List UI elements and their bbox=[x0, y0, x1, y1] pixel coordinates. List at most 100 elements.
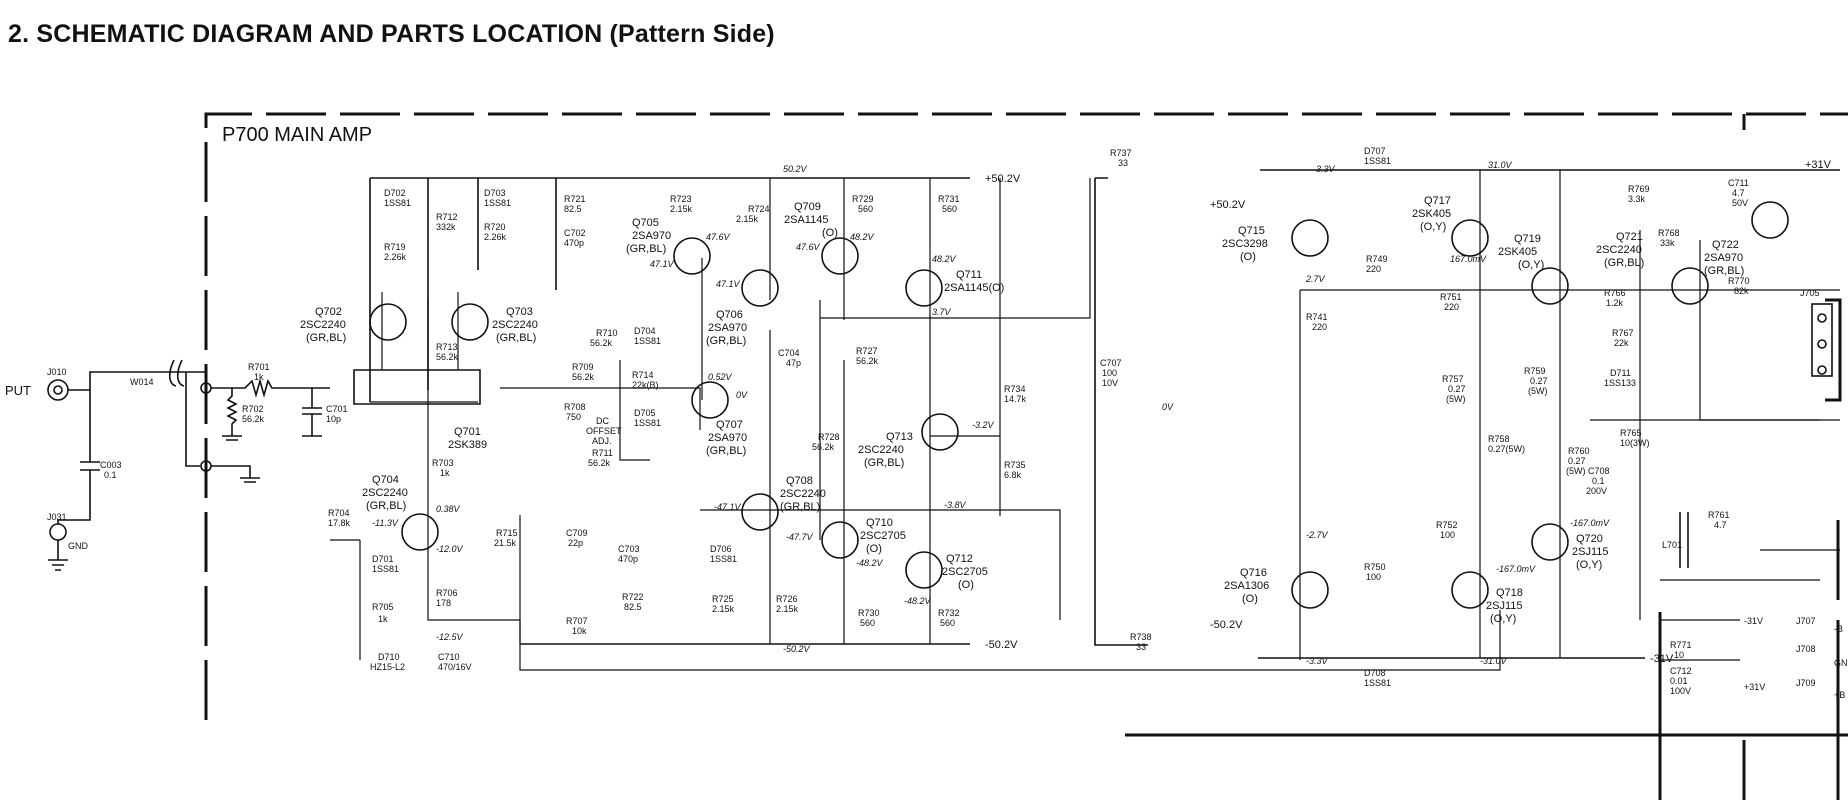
svg-text:R741: R741 bbox=[1306, 312, 1328, 322]
svg-text:220: 220 bbox=[1366, 264, 1381, 274]
j708-edge: GN bbox=[1834, 658, 1848, 668]
j708-ref: J708 bbox=[1796, 644, 1816, 654]
svg-text:R723: R723 bbox=[670, 194, 692, 204]
svg-text:R768: R768 bbox=[1658, 228, 1680, 238]
q701-part: 2SK389 bbox=[448, 439, 487, 451]
svg-text:82.5: 82.5 bbox=[624, 602, 642, 612]
q715-grade: (O) bbox=[1240, 251, 1256, 263]
svg-text:(5W): (5W) bbox=[1566, 466, 1586, 476]
q710-label: Q710 2SC2705 (O) bbox=[860, 517, 906, 555]
svg-text:3.7V: 3.7V bbox=[932, 307, 952, 317]
q710-ref: Q710 bbox=[866, 517, 893, 529]
svg-text:1SS81: 1SS81 bbox=[372, 564, 399, 574]
q718-ref: Q718 bbox=[1496, 587, 1523, 599]
q716-grade: (O) bbox=[1242, 593, 1258, 605]
svg-text:-167.0mV: -167.0mV bbox=[1496, 564, 1536, 574]
page-title: 2. SCHEMATIC DIAGRAM AND PARTS LOCATION … bbox=[8, 20, 775, 48]
svg-text:470p: 470p bbox=[564, 238, 584, 248]
svg-text:560: 560 bbox=[858, 204, 873, 214]
q703-part: 2SC2240 bbox=[492, 319, 538, 331]
q701-ref: Q701 bbox=[454, 426, 481, 438]
svg-text:21.5k: 21.5k bbox=[494, 538, 517, 548]
q722-grade: (GR,BL) bbox=[1704, 265, 1744, 277]
q716-part: 2SA1306 bbox=[1224, 580, 1269, 592]
q722-label: Q722 2SA970 (GR,BL) bbox=[1704, 239, 1744, 277]
svg-text:56.2k: 56.2k bbox=[588, 458, 611, 468]
svg-text:C701: C701 bbox=[326, 404, 348, 414]
svg-text:R771: R771 bbox=[1670, 640, 1692, 650]
svg-text:D704: D704 bbox=[634, 326, 656, 336]
q712-ref: Q712 bbox=[946, 553, 973, 565]
svg-text:-3.8V: -3.8V bbox=[944, 500, 967, 510]
svg-text:0.52V: 0.52V bbox=[708, 372, 733, 382]
svg-text:47.6V: 47.6V bbox=[706, 232, 731, 242]
svg-text:C702: C702 bbox=[564, 228, 586, 238]
q719-part: 2SK405 bbox=[1498, 246, 1537, 258]
svg-text:ADJ.: ADJ. bbox=[592, 436, 612, 446]
q712-part: 2SC2705 bbox=[942, 566, 988, 578]
svg-text:R731: R731 bbox=[938, 194, 960, 204]
svg-text:R759: R759 bbox=[1524, 366, 1546, 376]
svg-text:10p: 10p bbox=[326, 414, 341, 424]
svg-text:R738: R738 bbox=[1130, 632, 1152, 642]
j709-edge: +B bbox=[1834, 690, 1845, 700]
svg-text:178: 178 bbox=[436, 598, 451, 608]
svg-text:R758: R758 bbox=[1488, 434, 1510, 444]
svg-text:2.15k: 2.15k bbox=[712, 604, 735, 614]
q722-ref: Q722 bbox=[1712, 239, 1739, 251]
q710-part: 2SC2705 bbox=[860, 530, 906, 542]
svg-text:22k(B): 22k(B) bbox=[632, 380, 659, 390]
svg-text:82.5: 82.5 bbox=[564, 204, 582, 214]
svg-text:1SS81: 1SS81 bbox=[710, 554, 737, 564]
svg-text:47.1V: 47.1V bbox=[716, 279, 741, 289]
svg-text:3.3V: 3.3V bbox=[1316, 164, 1336, 174]
q709-grade: (O) bbox=[822, 227, 838, 239]
svg-text:1k: 1k bbox=[254, 372, 264, 382]
j031-ref: J031 bbox=[47, 512, 67, 522]
q708-grade: (GR,BL) bbox=[780, 501, 820, 513]
svg-text:D701: D701 bbox=[372, 554, 394, 564]
q718-part: 2SJ115 bbox=[1486, 600, 1523, 612]
input-section bbox=[47, 359, 330, 571]
q702-part: 2SC2240 bbox=[300, 319, 346, 331]
q717-part: 2SK405 bbox=[1412, 208, 1451, 220]
j031-text: GND bbox=[68, 541, 89, 551]
svg-text:1.2k: 1.2k bbox=[1606, 298, 1624, 308]
svg-text:4.7: 4.7 bbox=[1732, 188, 1745, 198]
svg-text:R725: R725 bbox=[712, 594, 734, 604]
svg-text:22k: 22k bbox=[1614, 338, 1629, 348]
q704-grade: (GR,BL) bbox=[366, 500, 406, 512]
svg-text:R749: R749 bbox=[1366, 254, 1388, 264]
svg-text:1SS81: 1SS81 bbox=[1364, 156, 1391, 166]
svg-text:6.8k: 6.8k bbox=[1004, 470, 1022, 480]
svg-text:R715: R715 bbox=[496, 528, 518, 538]
svg-text:4.7: 4.7 bbox=[1714, 520, 1727, 530]
svg-text:10(3W): 10(3W) bbox=[1620, 438, 1650, 448]
svg-text:D702: D702 bbox=[384, 188, 406, 198]
svg-text:10V: 10V bbox=[1102, 378, 1118, 388]
transistor-symbols bbox=[353, 201, 1789, 609]
q719-ref: Q719 bbox=[1514, 233, 1541, 245]
rail-pos-supply: +50.2V bbox=[985, 173, 1021, 185]
svg-text:R757: R757 bbox=[1442, 374, 1464, 384]
q702-ref: Q702 bbox=[315, 306, 342, 318]
svg-text:56.2k: 56.2k bbox=[812, 442, 835, 452]
